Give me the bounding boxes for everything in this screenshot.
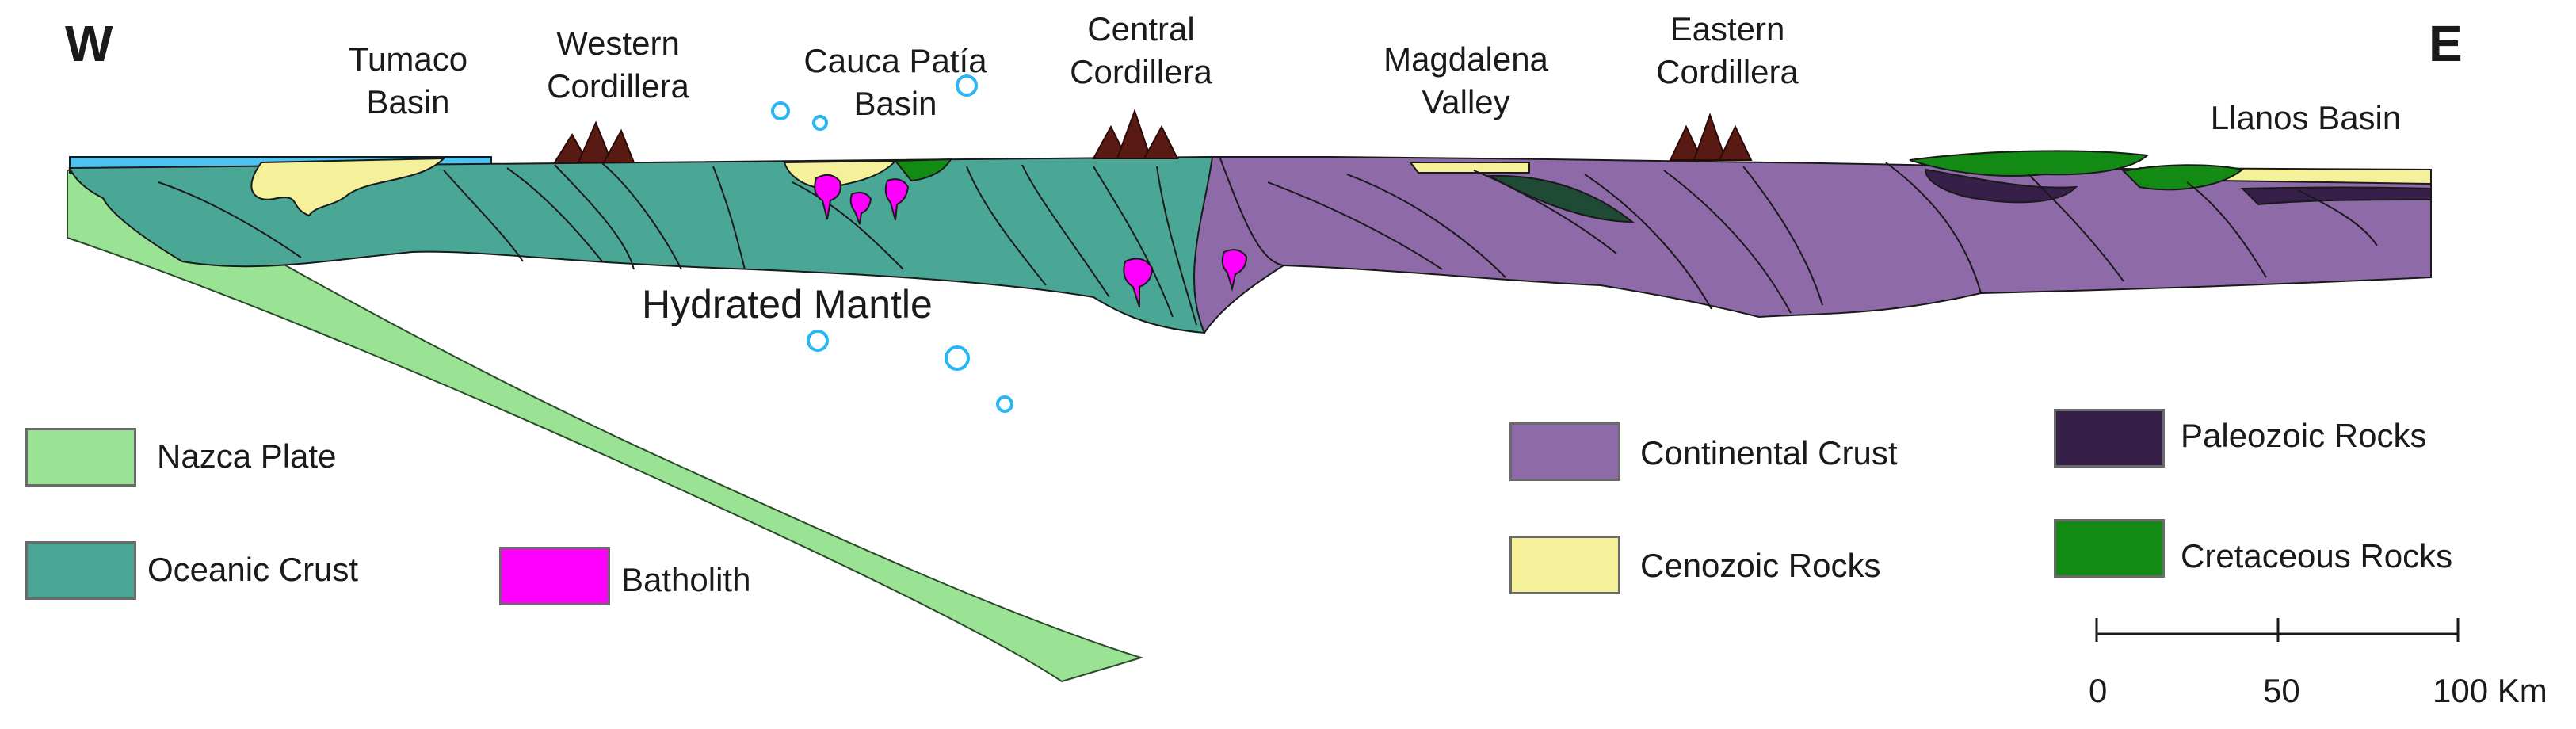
bubble-1 [771, 101, 790, 120]
cenozoic-tumaco-basin [250, 157, 446, 217]
legend-swatch-paleozoic-rocks [2054, 409, 2165, 468]
legend-label-nazca-plate: Nazca Plate [157, 437, 337, 475]
batholith-1 [814, 174, 841, 220]
scale-bar [2095, 618, 2460, 642]
volcano-eastern-cordillera-2 [1693, 112, 1727, 161]
scale-label-0: 0 [2089, 672, 2108, 709]
cenozoic-magdalena [1408, 162, 1530, 174]
volcano-western-cordillera-3 [602, 128, 635, 163]
bubble-5 [945, 345, 970, 371]
region-llanos-basin: Llanos Basin [2210, 99, 2402, 136]
legend-label-cenozoic-rocks: Cenozoic Rocks [1640, 547, 1881, 584]
volcano-central-cordillera-2 [1116, 108, 1152, 159]
batholith-2 [849, 192, 872, 225]
batholith-3 [884, 178, 910, 221]
volcano-western-cordillera-2 [577, 120, 613, 163]
legend-swatch-cretaceous-rocks [2054, 519, 2165, 578]
volcano-central-cordillera-3 [1143, 124, 1179, 159]
legend-swatch-oceanic-crust [25, 541, 136, 600]
volcano-central-cordillera-1 [1092, 124, 1128, 159]
legend-swatch-batholith [499, 547, 610, 605]
legend-swatch-cenozoic-rocks [1509, 536, 1620, 594]
scale-label-50: 50 [2263, 672, 2300, 709]
west-label: W [65, 15, 113, 72]
cretaceous-llanos [2121, 164, 2245, 191]
continental-crust [1193, 156, 2432, 335]
paleozoic-llanos [2240, 186, 2432, 206]
legend-label-continental-crust: Continental Crust [1640, 434, 1898, 471]
volcano-eastern-cordillera-1 [1669, 124, 1704, 161]
legend-label-oceanic-crust: Oceanic Crust [147, 551, 359, 588]
batholith-4 [1123, 258, 1154, 308]
bubble-3 [956, 74, 978, 97]
east-label: E [2429, 15, 2463, 72]
fluid-bubbles [771, 74, 1013, 413]
legend-swatch-continental-crust [1509, 422, 1620, 481]
scale-label-100: 100 Km [2433, 672, 2547, 709]
legend-label-batholith: Batholith [621, 561, 751, 598]
legend-label-cretaceous-rocks: Cretaceous Rocks [2181, 537, 2453, 574]
bubble-4 [807, 330, 829, 352]
cretaceous-magdalena [1486, 174, 1635, 223]
hydrated-mantle-label: Hydrated Mantle [642, 282, 933, 326]
legend-label-paleozoic-rocks: Paleozoic Rocks [2181, 417, 2427, 454]
cretaceous-eastern-cordillera [1909, 150, 2150, 177]
volcanoes [553, 108, 1753, 163]
volcano-western-cordillera-1 [553, 133, 590, 163]
volcano-eastern-cordillera-3 [1718, 124, 1753, 161]
bubble-2 [812, 115, 828, 131]
fault-lines [158, 158, 2378, 326]
batholith-5 [1221, 249, 1248, 292]
legend-swatch-nazca-plate [25, 428, 136, 487]
cretaceous-cauca [893, 158, 952, 182]
bubble-6 [996, 395, 1013, 413]
batholiths [814, 174, 1248, 308]
